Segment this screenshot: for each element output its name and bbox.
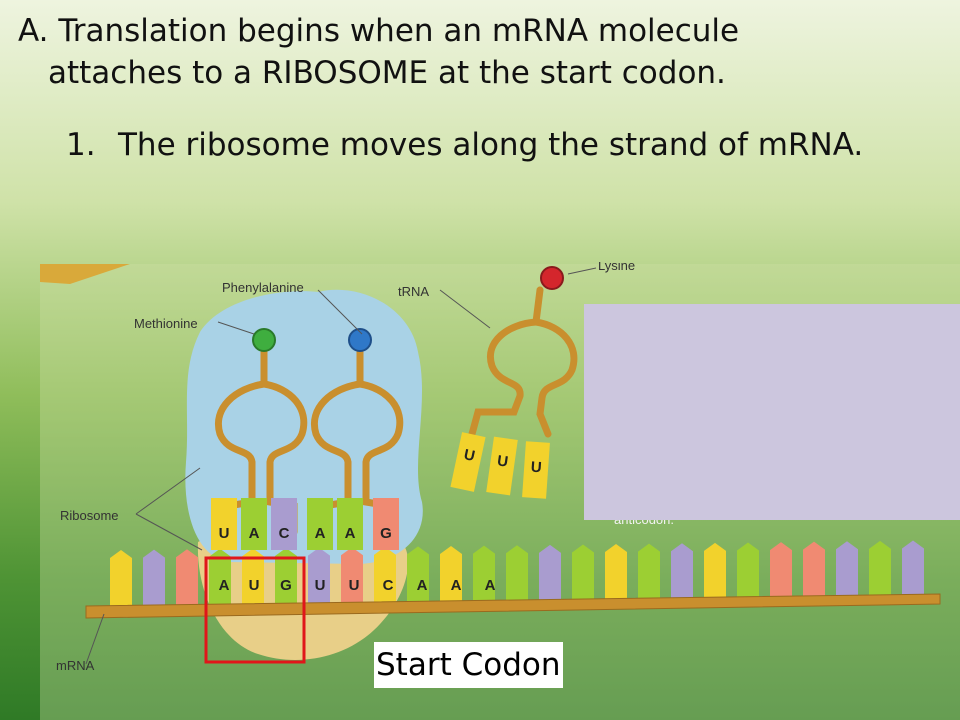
mrna-base-bar (110, 550, 132, 608)
svg-text:U: U (530, 459, 542, 477)
heading-line-1: A. Translation begins when an mRNA molec… (18, 13, 740, 49)
mrna-base: A (485, 577, 496, 594)
point-1: 1. The ribosome moves along the strand of… (66, 124, 956, 166)
label-lysine: Lysine (598, 262, 635, 273)
mrna-base-bar (869, 540, 891, 599)
mrna-base-bar (374, 546, 396, 605)
trna-2-anticodon: A A G (307, 498, 399, 550)
incoming-anticodon: U U U (450, 432, 550, 499)
mrna-base-bar (275, 548, 297, 607)
label-mrna: mRNA (56, 658, 95, 673)
mrna-base-bar (803, 541, 825, 600)
anticodon-1-base: U (219, 525, 230, 542)
partial-trna-arm (40, 264, 130, 284)
mrna-base: U (315, 577, 326, 594)
mrna-base-bar (209, 548, 231, 607)
mrna-base-bar (539, 544, 561, 603)
anticodon-1-base: A (249, 525, 260, 542)
point-number: 1. (66, 127, 96, 163)
mrna-base-bar (242, 548, 264, 607)
mrna-base-bar (308, 547, 330, 606)
mrna-base-bar (770, 542, 792, 601)
mrna-base: A (417, 577, 428, 594)
mrna-base: U (249, 577, 260, 594)
leader-lines (85, 267, 597, 665)
heading-line-2: attaches to a RIBOSOME at the start codo… (48, 55, 726, 91)
start-codon-label: Start Codon (374, 642, 563, 688)
heading-a: A. Translation begins when an mRNA molec… (18, 10, 938, 94)
mrna-base-bar (506, 545, 528, 604)
mrna-base-bar (440, 546, 462, 605)
mrna-base-letters: A U G U U C A A A (219, 577, 496, 594)
mrna-base-bar (572, 544, 594, 603)
cover-box (584, 304, 960, 520)
trna-methionine (215, 348, 308, 536)
mrna-base-bars (110, 540, 924, 608)
label-ribosome: Ribosome (60, 508, 119, 523)
phenylalanine-amino-acid (348, 328, 372, 352)
mrna-base-bar (902, 540, 924, 599)
anticodon-2-base: A (345, 525, 356, 542)
mrna-base-bar (737, 542, 759, 601)
label-phenylalanine: Phenylalanine (222, 280, 304, 295)
mrna-base: U (349, 577, 360, 594)
mrna-base-bar (143, 549, 165, 608)
mrna-base: A (451, 577, 462, 594)
svg-text:U: U (496, 452, 509, 470)
mrna-base-bar (473, 545, 495, 604)
mrna-base-bar (176, 549, 198, 608)
svg-text:U: U (462, 446, 476, 465)
anticodon-1-base: C (279, 525, 290, 542)
mrna-backbone (85, 593, 941, 619)
mrna-base: A (219, 577, 230, 594)
trna-1-anticodon: U A C (211, 498, 297, 550)
start-codon-highlight (204, 556, 306, 664)
point-text: The ribosome moves along the strand of m… (118, 127, 864, 163)
anticodon-2-base: A (315, 525, 326, 542)
mrna-base-bar (407, 546, 429, 605)
label-methionine: Methionine (134, 316, 198, 331)
mrna-base-bar (836, 541, 858, 600)
mrna-base-bar (605, 544, 627, 603)
mrna-base: G (280, 577, 292, 594)
mrna-base-bar (704, 542, 726, 601)
lysine-amino-acid (540, 266, 564, 290)
mrna-base-bar (671, 543, 693, 602)
label-trna: tRNA (398, 284, 429, 299)
mrna-base-bar (638, 543, 660, 602)
mrna-base-bar (341, 547, 363, 606)
mrna-base: C (383, 577, 394, 594)
anticodon-2-base: G (380, 525, 392, 542)
trna-lysine-incoming (468, 286, 578, 438)
methionine-amino-acid (252, 328, 276, 352)
trna-phenylalanine (311, 348, 404, 536)
